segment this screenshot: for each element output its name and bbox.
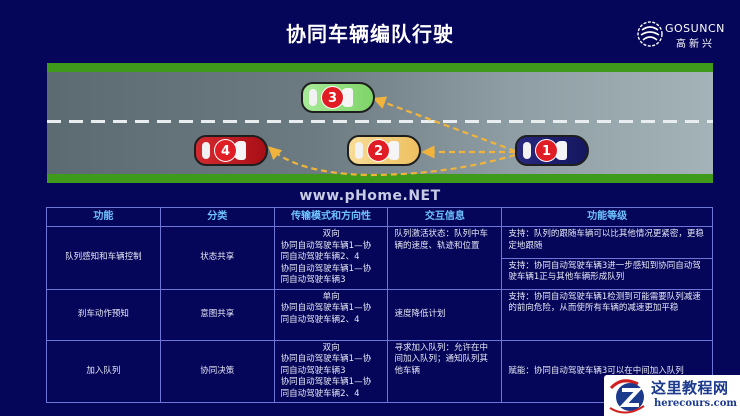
table-subrow: 支持：协同自动驾驶车辆3进一步感知到协同自动驾驶车辆1正与其他车辆形成队列 bbox=[47, 257, 713, 290]
link-1-to-3 bbox=[372, 96, 516, 153]
cell-transmission: 双向 协同自动驾驶车辆1—协 同自动驾驶车辆2、4 协同自动驾驶车辆1—协 同自… bbox=[273, 226, 389, 290]
table-row: 刹车动作预知 意图共享 单向 协同自动驾驶车辆1—协 同自动驾驶车辆2、4 速度… bbox=[46, 288, 713, 341]
header-function: 功能 bbox=[46, 207, 161, 227]
slide-title: 协同车辆编队行驶 bbox=[286, 22, 454, 46]
logo-name-cn: 高新兴 bbox=[676, 39, 715, 50]
corner-watermark: 这里教程网 herecours.com bbox=[604, 375, 740, 416]
z-globe-icon bbox=[609, 379, 645, 414]
car-4: 4 bbox=[194, 135, 268, 166]
cell-interaction: 寻求加入队列：允许在中间加入队列；通知队列其他车辆 bbox=[387, 339, 503, 403]
car-number-badge: 2 bbox=[367, 139, 390, 162]
logo-name-en: GOSUNCN bbox=[665, 22, 725, 35]
watermark-site-name: 这里教程网 bbox=[651, 379, 729, 397]
cell-category: 状态共享 bbox=[159, 226, 275, 290]
header-transmission: 传输模式和方向性 bbox=[273, 207, 389, 227]
car-2: 2 bbox=[347, 135, 421, 166]
cell-function: 刹车动作预知 bbox=[46, 288, 161, 341]
cell-interaction: 队列激活状态：队列中车辆的速度、轨迹和位置 bbox=[387, 226, 503, 290]
table-header-row: 功能 分类 传输模式和方向性 交互信息 功能等级 bbox=[46, 207, 713, 227]
car-number-badge: 1 bbox=[535, 139, 558, 162]
cell-transmission: 双向 协同自动驾驶车辆1—协 同自动驾驶车辆3 协同自动驾驶车辆1—协 同自动驾… bbox=[273, 339, 389, 403]
cell-level: 支持：协同自动驾驶车辆3进一步感知到协同自动驾驶车辆1正与其他车辆形成队列 bbox=[501, 257, 713, 290]
car-3: 3 bbox=[301, 82, 375, 113]
watermark-domain: herecours.com bbox=[654, 398, 738, 409]
watermark-text: www.pHome.NET bbox=[299, 188, 441, 204]
road-verge-top bbox=[47, 63, 713, 72]
link-1-to-4 bbox=[268, 146, 516, 177]
lane-divider bbox=[47, 120, 713, 123]
cell-category: 协同决策 bbox=[159, 339, 275, 403]
cell-interaction: 速度降低计划 bbox=[387, 288, 503, 341]
cell-category: 意图共享 bbox=[159, 288, 275, 341]
table-row: 加入队列 协同决策 双向 协同自动驾驶车辆1—协 同自动驾驶车辆3 协同自动驾驶… bbox=[46, 339, 713, 403]
header-category: 分类 bbox=[159, 207, 275, 227]
header-level: 功能等级 bbox=[501, 207, 713, 227]
cell-level: 支持：队列的跟随车辆可以比其他情况更紧密，更稳定地跟随 bbox=[501, 226, 713, 259]
table-row: 队列感知和车辆控制 状态共享 双向 协同自动驾驶车辆1—协 同自动驾驶车辆2、4… bbox=[46, 226, 713, 290]
cell-level: 支持：协同自动驾驶车辆1检测到可能需要队列减速的前向危险，从而使所有车辆的减速更… bbox=[501, 288, 713, 341]
road-diagram: 3 4 2 1 bbox=[47, 63, 713, 183]
cell-transmission: 单向 协同自动驾驶车辆1—协 同自动驾驶车辆2、4 bbox=[273, 288, 389, 341]
platooning-function-table: 功能 分类 传输模式和方向性 交互信息 功能等级 队列感知和车辆控制 状态共享 … bbox=[46, 207, 713, 403]
car-number-badge: 3 bbox=[321, 86, 344, 109]
car-1: 1 bbox=[515, 135, 589, 166]
company-logo: GOSUNCN 高新兴 bbox=[634, 18, 740, 52]
globe-logo-icon bbox=[637, 21, 663, 47]
cell-function: 加入队列 bbox=[46, 339, 161, 403]
road-verge-bottom bbox=[47, 174, 713, 183]
header-interaction: 交互信息 bbox=[387, 207, 503, 227]
communication-links bbox=[268, 96, 516, 177]
cell-function: 队列感知和车辆控制 bbox=[46, 226, 161, 290]
car-number-badge: 4 bbox=[214, 139, 237, 162]
